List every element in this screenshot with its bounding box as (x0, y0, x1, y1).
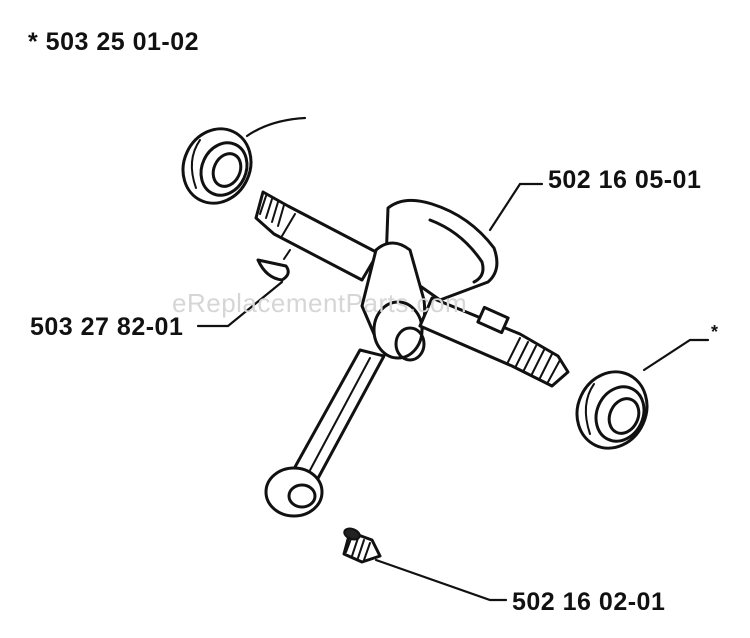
crankshaft-left-shaft (254, 190, 380, 282)
needle-bearing (342, 527, 382, 564)
key-part-number-label: 503 27 82-01 (30, 313, 184, 341)
ball-bearing-top (181, 127, 253, 205)
leader-bottom-bearing (642, 338, 710, 372)
leader-key (196, 280, 284, 328)
woodruff-key (256, 249, 291, 282)
connecting-rod (264, 348, 386, 518)
crankshaft-right-shaft (418, 296, 570, 388)
kit-part-number-label: * 503 25 01-02 (28, 28, 200, 56)
leader-needle-bearing (374, 558, 508, 602)
kit-marker-asterisk: * (711, 322, 719, 342)
leader-crankshaft (488, 182, 544, 232)
leader-top-bearing (245, 116, 307, 138)
watermark: eReplacementParts.com (172, 288, 468, 318)
ball-bearing-bottom (575, 370, 649, 450)
needle-bearing-part-number-label: 502 16 02-01 (512, 588, 666, 616)
crankshaft-part-number-label: 502 16 05-01 (548, 166, 702, 194)
crankshaft-counterweights (360, 198, 499, 362)
